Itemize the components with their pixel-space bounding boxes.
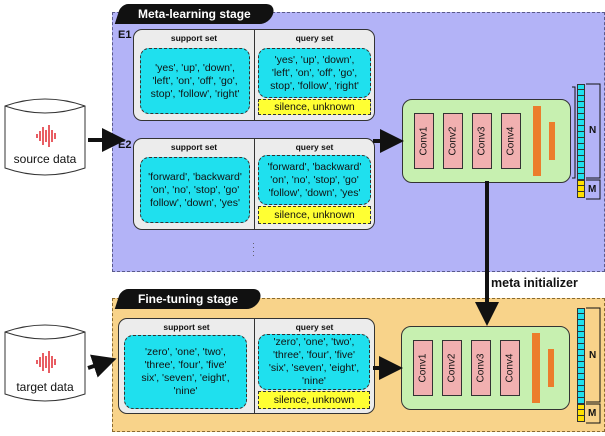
conv1-layer: Conv1 — [413, 340, 433, 396]
silence-unknown-box: silence, unknown — [258, 391, 370, 409]
database-icon — [4, 98, 86, 176]
output-label-n: N — [589, 350, 597, 361]
output-cell — [577, 398, 585, 404]
output-cell — [577, 344, 585, 350]
output-cell — [577, 150, 585, 156]
waveform-icon — [36, 351, 56, 373]
episode-e2: support set query set 'forward', 'backwa… — [133, 138, 375, 230]
output-cell — [577, 126, 585, 132]
query-set-header: query set — [295, 142, 334, 152]
bracket-n — [586, 307, 601, 403]
conv2-layer: Conv2 — [443, 113, 463, 169]
episode-divider — [254, 319, 255, 413]
support-set-words: 'zero', 'one', 'two', 'three', 'four', '… — [124, 335, 247, 409]
output-cell — [577, 174, 585, 180]
target-data-database: target data — [4, 322, 86, 402]
output-cell — [577, 416, 585, 422]
meta-initializer-label: meta initializer — [491, 276, 578, 290]
conv2-layer: Conv2 — [442, 340, 462, 396]
output-column-m-fine — [577, 404, 585, 422]
fine-tuning-episode: support set query set 'zero', 'one', 'tw… — [118, 318, 375, 414]
output-cell — [577, 404, 585, 410]
output-cell — [577, 108, 585, 114]
arrow-icon — [87, 354, 117, 378]
output-cell — [577, 374, 585, 380]
output-cell — [577, 120, 585, 126]
more-episodes-dots: ···· — [252, 238, 255, 260]
output-cell — [577, 314, 585, 320]
bracket-n — [572, 86, 576, 179]
silence-unknown-box: silence, unknown — [258, 206, 371, 224]
database-icon — [4, 324, 86, 402]
output-cell — [577, 132, 585, 138]
conv4-layer: Conv4 — [500, 340, 520, 396]
output-cell — [577, 138, 585, 144]
source-data-label: source data — [13, 152, 77, 166]
fc-layer-2 — [549, 122, 555, 160]
support-set-header: support set — [170, 33, 218, 43]
output-cell — [577, 156, 585, 162]
fc-layer-2 — [548, 349, 554, 387]
output-cell — [577, 392, 585, 398]
output-cell — [577, 96, 585, 102]
fc-layer-1 — [533, 106, 541, 176]
output-cell — [577, 356, 585, 362]
silence-unknown-box: silence, unknown — [258, 99, 371, 115]
fc-layer-1 — [532, 333, 540, 403]
support-set-header: support set — [170, 142, 218, 152]
output-cell — [577, 90, 585, 96]
output-cell — [577, 368, 585, 374]
output-cell — [577, 386, 585, 392]
target-data-label: target data — [16, 380, 74, 394]
output-cell — [577, 362, 585, 368]
output-cell — [577, 144, 585, 150]
conv3-layer: Conv3 — [472, 113, 492, 169]
output-cell — [577, 326, 585, 332]
output-cell — [577, 320, 585, 326]
output-column-n-fine — [577, 308, 585, 404]
bracket-m — [586, 179, 601, 200]
network-meta: Conv1 Conv2 Conv3 Conv4 — [402, 99, 571, 183]
query-set-header: query set — [295, 33, 334, 43]
output-cell — [577, 162, 585, 168]
support-set-header: support set — [163, 322, 210, 332]
output-cell — [577, 84, 585, 90]
output-cell — [577, 186, 585, 192]
episode-divider — [254, 30, 255, 120]
output-cell — [577, 102, 585, 108]
bracket-n — [586, 83, 601, 179]
output-cell — [577, 410, 585, 416]
episode-divider — [254, 139, 255, 229]
bracket-m — [586, 403, 601, 424]
network-fine: Conv1 Conv2 Conv3 Conv4 — [401, 326, 570, 410]
conv4-layer: Conv4 — [501, 113, 521, 169]
support-set-words: 'forward', 'backward' 'on', 'no', 'stop'… — [140, 157, 250, 223]
output-cell — [577, 168, 585, 174]
query-set-words: 'yes', 'up', 'down', 'left', 'on', 'off'… — [258, 48, 371, 98]
query-set-words: 'forward', 'backward' 'on', 'no', 'stop'… — [258, 155, 371, 205]
output-cell — [577, 338, 585, 344]
support-set-words: 'yes', 'up', 'down', 'left', 'on', 'off'… — [140, 48, 250, 114]
query-set-header: query set — [295, 322, 334, 332]
output-label-m: M — [588, 408, 597, 419]
episode-e1: support set query set 'yes', 'up', 'down… — [133, 29, 375, 121]
output-cell — [577, 192, 585, 198]
output-cell — [577, 332, 585, 338]
query-set-words: 'zero', 'one', 'two', 'three', 'four', '… — [258, 334, 370, 390]
output-cell — [577, 308, 585, 314]
source-data-database: source data — [4, 96, 86, 176]
waveform-icon — [36, 125, 56, 147]
output-cell — [577, 350, 585, 356]
output-column-m-meta — [577, 180, 585, 198]
output-cell — [577, 380, 585, 386]
output-column-n-meta — [577, 84, 585, 180]
output-label-m: M — [588, 184, 597, 195]
conv1-layer: Conv1 — [414, 113, 434, 169]
output-cell — [577, 180, 585, 186]
output-label-n: N — [589, 125, 597, 136]
output-cell — [577, 114, 585, 120]
conv3-layer: Conv3 — [471, 340, 491, 396]
episode-label-e1: E1 — [118, 29, 132, 41]
